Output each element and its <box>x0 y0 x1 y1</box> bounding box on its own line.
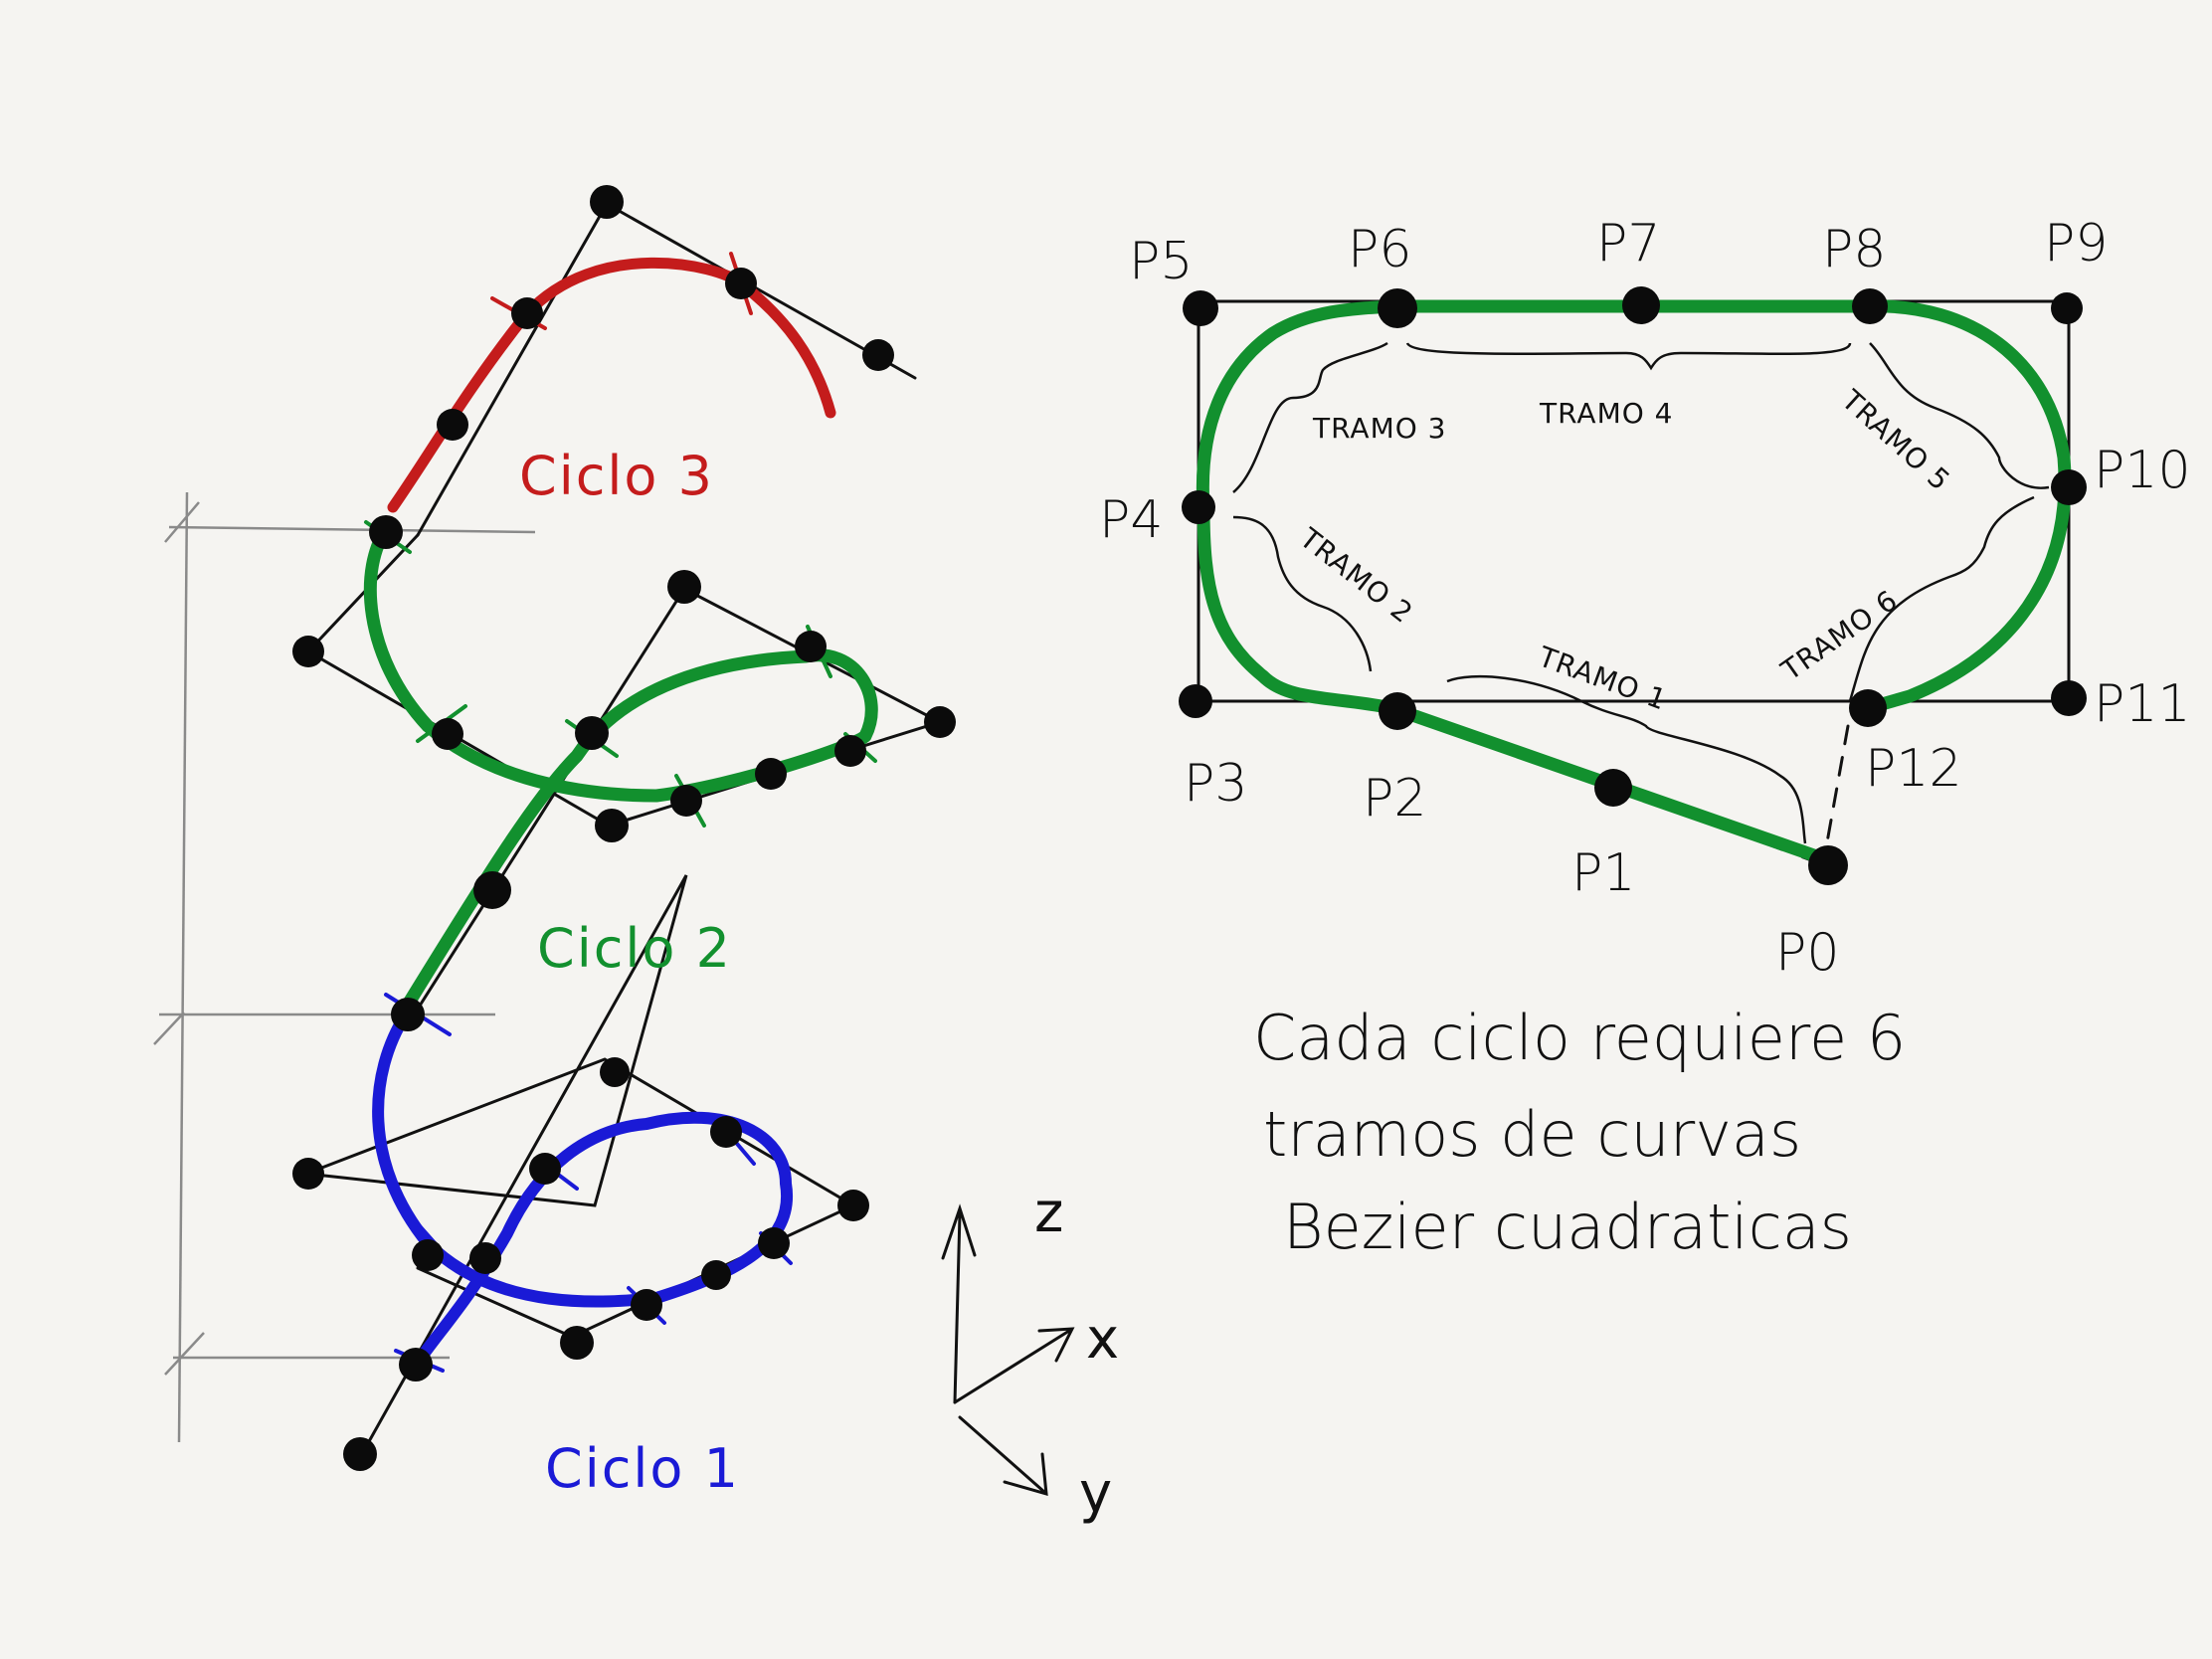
planar-control-points <box>1179 286 2087 885</box>
y-axis-label: y <box>1079 1461 1112 1526</box>
planar-green-path <box>1196 299 2072 867</box>
segment-label-4: TRAMO 4 <box>1539 397 1674 430</box>
helix-sketch: Ciclo 3 Ciclo 2 Ciclo 1 z x y <box>153 185 1119 1526</box>
segment-label-6: TRAMO 6 <box>1774 584 1904 688</box>
point-label-p7: P7 <box>1596 214 1660 274</box>
segment-label-1: TRAMO 1 <box>1534 640 1672 716</box>
cycle-3-label: Ciclo 3 <box>519 445 714 507</box>
point-label-p12: P12 <box>1865 739 1962 799</box>
segment-labels: TRAMO 1 TRAMO 2 TRAMO 3 TRAMO 4 TRAMO 5 … <box>1293 383 1956 717</box>
helix-control-points <box>292 185 956 1471</box>
cycle-1-label: Ciclo 1 <box>545 1437 740 1500</box>
segment-braces <box>1232 341 2050 844</box>
z-axis-label: z <box>1034 1181 1063 1245</box>
cycle-1-curve <box>372 1009 794 1369</box>
height-guides <box>153 491 536 1443</box>
x-axis-label: x <box>1086 1307 1119 1372</box>
point-label-p2: P2 <box>1363 769 1426 829</box>
note-line-1: Cada ciclo requiere 6 <box>1253 1002 1906 1074</box>
note-line-2: tramos de curvas <box>1263 1098 1801 1171</box>
point-label-p11: P11 <box>2094 674 2191 734</box>
point-label-p10: P10 <box>2094 441 2191 500</box>
point-label-p8: P8 <box>1822 220 1886 279</box>
cycle-2-label: Ciclo 2 <box>537 917 732 980</box>
point-label-p9: P9 <box>2044 214 2108 274</box>
control-rectangle <box>1197 299 2071 703</box>
planar-sketch: P0 P1 P2 P3 P4 P5 P6 P7 P8 P9 P10 P11 P1… <box>1099 214 2191 1263</box>
point-labels: P0 P1 P2 P3 P4 P5 P6 P7 P8 P9 P10 P11 P1… <box>1099 214 2191 983</box>
point-label-p1: P1 <box>1571 843 1635 903</box>
point-label-p0: P0 <box>1775 923 1839 983</box>
segment-label-3: TRAMO 3 <box>1312 412 1447 445</box>
point-label-p3: P3 <box>1184 754 1247 814</box>
point-label-p4: P4 <box>1099 490 1163 550</box>
cycle-2-curve <box>363 520 878 1012</box>
segment-label-5: TRAMO 5 <box>1835 383 1957 497</box>
point-label-p6: P6 <box>1348 220 1411 279</box>
explanatory-note: Cada ciclo requiere 6 tramos de curvas B… <box>1253 1002 1906 1263</box>
axes-indicator: z x y <box>941 1181 1119 1526</box>
point-label-p5: P5 <box>1129 232 1193 291</box>
note-line-3: Bezier cuadraticas <box>1283 1191 1852 1263</box>
segment-label-2: TRAMO 2 <box>1293 521 1419 630</box>
